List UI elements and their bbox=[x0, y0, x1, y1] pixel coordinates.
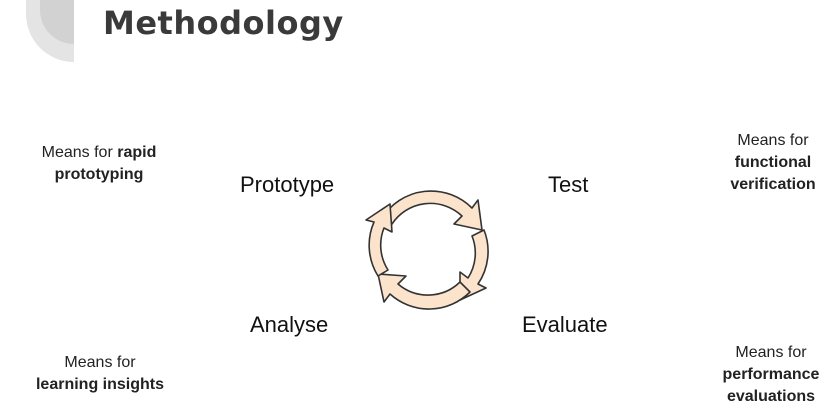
note-bold: performance bbox=[722, 366, 820, 383]
stage-prototype: Prototype bbox=[240, 172, 335, 197]
note-bold: functional bbox=[734, 154, 812, 171]
note-functional-verification: Means for functional verification bbox=[714, 130, 832, 196]
note-bold: prototyping bbox=[54, 166, 144, 183]
note-prefix: Means for bbox=[64, 354, 136, 371]
stage-analyse: Analyse bbox=[250, 312, 329, 337]
note-performance-evaluations: Means for performance evaluations bbox=[710, 342, 832, 408]
note-bold: learning insights bbox=[35, 376, 164, 393]
note-rapid-prototyping: Means for rapid prototyping bbox=[28, 142, 170, 186]
note-prefix: Means for bbox=[737, 132, 809, 149]
corner-decoration bbox=[26, 0, 74, 62]
page-title: Methodology bbox=[103, 4, 344, 42]
stage-test: Test bbox=[548, 172, 589, 197]
note-bold: verification bbox=[730, 176, 816, 193]
note-prefix: Means for bbox=[735, 344, 807, 361]
stage-evaluate: Evaluate bbox=[522, 312, 608, 337]
circular-arrows-icon bbox=[365, 190, 489, 310]
note-bold: evaluations bbox=[726, 388, 816, 405]
note-learning-insights: Means for learning insights bbox=[22, 352, 178, 396]
note-prefix: Means for bbox=[41, 144, 118, 161]
note-bold: rapid bbox=[117, 144, 157, 161]
